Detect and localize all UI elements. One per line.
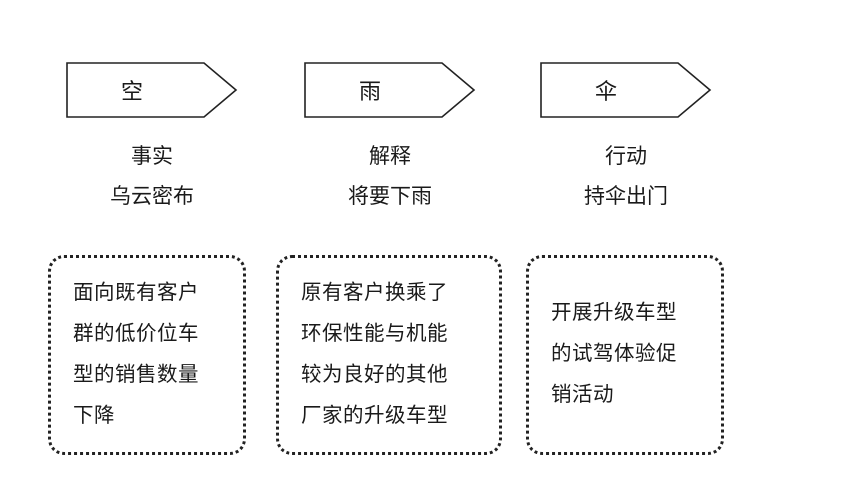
arrow-shape-icon [540, 62, 712, 118]
stage-box-2: 原有客户换乘了 环保性能与机能 较为良好的其他 厂家的升级车型 [276, 255, 502, 455]
stage-category: 解释 [369, 144, 411, 168]
box-line: 销活动 [551, 382, 614, 406]
stage-metaphor: 将要下雨 [348, 184, 432, 208]
box-line: 群的低价位车 [73, 321, 199, 345]
box-line: 下降 [73, 403, 115, 427]
stage-box-3: 开展升级车型 的试驾体验促 销活动 [526, 255, 724, 455]
arrow-shape-icon [304, 62, 476, 118]
arrow-shape-icon [66, 62, 238, 118]
box-line: 厂家的升级车型 [301, 403, 448, 427]
stage-arrow-label: 伞 [594, 80, 617, 105]
stage-metaphor: 持伞出门 [584, 184, 668, 208]
stage-arrow-label: 空 [120, 80, 143, 105]
box-line: 面向既有客户 [73, 280, 199, 304]
box-line: 的试驾体验促 [551, 341, 677, 365]
box-line: 开展升级车型 [551, 300, 677, 324]
stage-arrow-label: 雨 [358, 80, 381, 105]
stage-arrow-3: 伞 [540, 62, 712, 118]
stage-box-1: 面向既有客户 群的低价位车 型的销售数量 下降 [48, 255, 246, 455]
box-line: 原有客户换乘了 [301, 280, 448, 304]
stage-arrow-2: 雨 [304, 62, 476, 118]
box-line: 较为良好的其他 [301, 362, 448, 386]
box-line: 型的销售数量 [73, 362, 199, 386]
stage-category: 事实 [131, 144, 173, 168]
stage-category: 行动 [605, 144, 647, 168]
stage-metaphor: 乌云密布 [110, 184, 194, 208]
stage-arrow-1: 空 [66, 62, 238, 118]
box-line: 环保性能与机能 [301, 321, 448, 345]
